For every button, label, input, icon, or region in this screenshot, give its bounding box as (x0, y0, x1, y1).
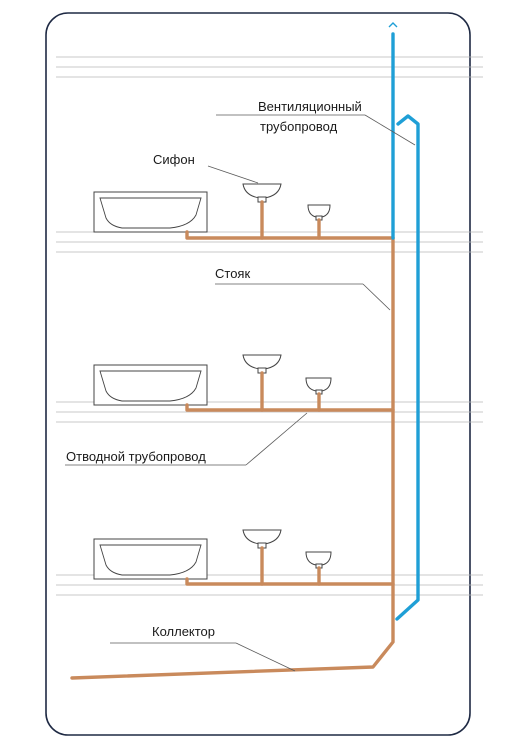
label-siphon: Сифон (153, 152, 195, 167)
diagram-frame (45, 12, 471, 736)
leader-lines (65, 114, 416, 672)
bathtub-icon (93, 191, 208, 233)
branch-pipe-floor-3 (185, 577, 395, 586)
vent-pipe (388, 22, 420, 621)
bathtub-icon (93, 364, 208, 406)
label-vent-pipe-line1: Вентиляционный (258, 99, 362, 114)
toilet-icon (307, 204, 331, 221)
floor-1 (93, 183, 331, 233)
bathtub-icon (93, 538, 208, 580)
floor-3 (93, 529, 332, 580)
label-branch-pipe: Отводной трубопровод (66, 449, 206, 464)
washbasin-icon (242, 354, 282, 374)
toilet-icon (305, 551, 332, 569)
washbasin-icon (242, 183, 282, 203)
floor-2 (93, 354, 332, 406)
branch-pipe-floor-1 (185, 230, 395, 240)
label-vent-pipe-line2: трубопровод (260, 119, 338, 134)
toilet-icon (305, 377, 332, 395)
branch-pipe-floor-2 (185, 403, 395, 412)
vent-arrow-icon (388, 22, 398, 28)
label-riser: Стояк (215, 266, 250, 281)
washbasin-icon (242, 529, 282, 549)
label-collector: Коллектор (152, 624, 215, 639)
drain-pipes (70, 200, 395, 680)
riser-pipe (70, 236, 395, 680)
